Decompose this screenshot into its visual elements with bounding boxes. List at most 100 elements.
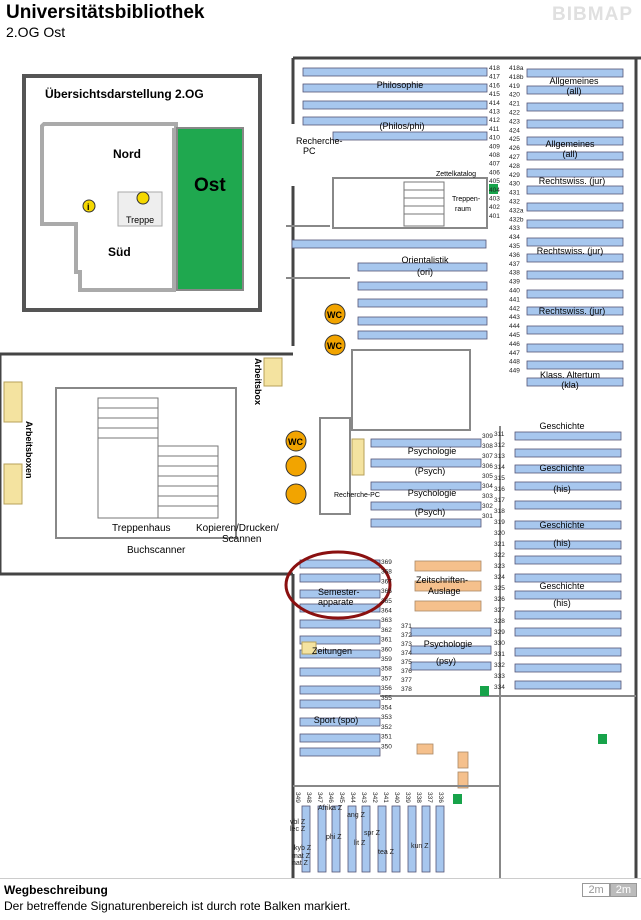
shelf-number: 373 [401,641,412,648]
subject-label: Rechtswiss. (jur) [537,246,604,256]
subject-label: Psychologie [408,488,457,498]
shelf-number: 414 [489,100,500,107]
shelf-number: 319 [494,519,505,526]
subject-label: Psychologie [408,446,457,456]
overview-south: Süd [108,245,131,259]
shelf-number: 426 [509,145,520,152]
shelf-number: 343 [360,792,367,803]
subject-label: (Psych) [415,466,446,476]
shelf-number: 421 [509,101,520,108]
wc-icons [285,303,346,505]
overview-stairs: Treppe [126,215,154,225]
highlight-circle [284,550,392,620]
shelf-subject-label: nat Z [292,860,309,867]
treppenhaus-label: Treppenhaus [112,523,171,534]
shelf-number: 442 [509,305,520,312]
subject-label: (Philos/phi) [379,121,424,131]
wc-label-3: WC [288,437,303,447]
shelf-number: 440 [509,288,520,295]
subject-label: (all) [567,86,582,96]
zeitungen-label: Zeitungen [312,646,352,656]
shelf-number: 344 [349,792,356,803]
zeitschriften-label-2: Auslage [428,586,461,596]
shelf-subject-label: vbl Z [290,819,306,826]
recherche-pc-label-1: Recherche- [296,136,343,146]
shelf-number: 361 [381,637,392,644]
shelf-number: 327 [494,607,505,614]
shelf-number: 365 [381,598,392,605]
shelf-number: 404 [489,187,500,194]
info-icon [82,199,96,213]
shelf-number: 320 [494,530,505,537]
shelf-number: 312 [494,442,505,449]
shelf-number: 338 [415,792,422,803]
shelf-number: 367 [381,578,392,585]
shelf-number: 418a [509,65,524,72]
shelf-number: 347 [316,792,323,803]
shelf-number: 371 [401,623,412,630]
scale-bar: 2m 2m [582,883,637,897]
subject-label: (his) [553,538,571,548]
shelf-number: 441 [509,296,520,303]
shelf-subject-label: lec Z [290,826,306,833]
shelf-subject-label: ang Z [347,812,366,819]
shelf-numbers: 4184174164154144134124114104094084074064… [290,65,524,867]
shelf-number: 345 [338,792,345,803]
shelf-number: 341 [382,792,389,803]
shelf-number: 323 [494,563,505,570]
shelf-number: 355 [381,695,392,702]
shelf-number: 330 [494,640,505,647]
shelf-number: 333 [494,673,505,680]
subject-label: Klass. Altertum [540,370,600,380]
shelf-number: 432a [509,207,524,214]
subject-label: Philosophie [377,80,424,90]
subject-label: Orientalistik [401,255,449,265]
overview-east: Ost [194,175,226,196]
shelf-number: 369 [381,559,392,566]
shelf-number: 325 [494,585,505,592]
subject-label: Geschichte [539,520,584,530]
shelf-number: 311 [494,431,505,438]
shelf-number: 401 [489,213,500,220]
shelf-number: 432b [509,216,524,223]
shelf-number: 420 [509,92,520,99]
shelf-number: 368 [381,569,392,576]
shelf-number: 438 [509,270,520,277]
shelf-number: 307 [482,453,493,460]
shelf-number: 302 [482,503,493,510]
shelf-number: 419 [509,83,520,90]
semester-label-1: Semester- [318,587,360,597]
shelf-number: 427 [509,154,520,161]
kopieren-label-2: Scannen [222,534,261,545]
scale-label-a: 2m [582,883,610,897]
semester-label-2: apparate [318,597,354,607]
shelf-number: 432 [509,199,520,206]
shelf-number: 425 [509,136,520,143]
shelf-number: 443 [509,314,520,321]
shelf-number: 349 [294,792,301,803]
subject-label: (all) [563,149,578,159]
subject-label: (his) [553,484,571,494]
subject-label: (psy) [436,656,456,666]
recherche-pc2-label: Recherche-PC [334,492,380,499]
shelf-number: 364 [381,608,392,615]
shelf-number: 406 [489,169,500,176]
shelf-number: 340 [393,792,400,803]
shelf-number: 317 [494,497,505,504]
subject-label: (kla) [561,380,579,390]
shelf-number: 329 [494,629,505,636]
shelf-number: 308 [482,443,493,450]
page-title: Universitätsbibliothek [6,2,205,23]
shelf-number: 321 [494,541,505,548]
shelf-number: 433 [509,225,520,232]
shelf-number: 318 [494,508,505,515]
shelf-number: 313 [494,453,505,460]
subject-label: Rechtswiss. (jur) [539,306,606,316]
shelf-number: 337 [426,792,433,803]
shelf-number: 359 [381,656,392,663]
treppenraum-label-1: Treppen- [452,196,481,203]
shelf-number: 374 [401,650,412,657]
shelf-number: 332 [494,662,505,669]
shelf-number: 403 [489,196,500,203]
